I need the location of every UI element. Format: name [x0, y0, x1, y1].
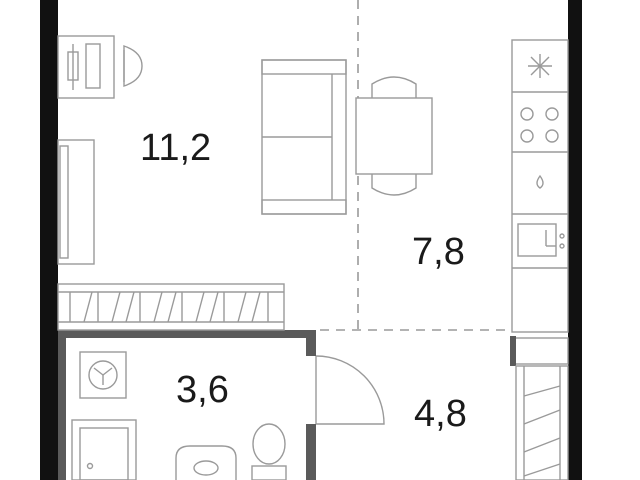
sofa-icon — [261, 59, 347, 215]
dishwasher-icon — [536, 174, 544, 189]
left-exterior-wall — [40, 0, 58, 480]
shower-icon — [71, 419, 137, 480]
hallway-niche — [511, 337, 569, 365]
tv-cabinet-icon — [57, 139, 95, 265]
fridge-icon — [528, 54, 552, 78]
dining-table-icon — [355, 76, 433, 196]
hallway-wardrobe-icon — [515, 365, 569, 480]
kitchen-counter — [511, 39, 569, 333]
bathroom-top-wall — [58, 330, 316, 338]
room-area-hallway: 4,8 — [414, 393, 467, 435]
desk-icon — [57, 35, 143, 99]
bathroom-right-wall-lower — [306, 424, 316, 480]
stove-icon — [520, 107, 559, 143]
bathroom-right-wall-upper — [306, 338, 316, 356]
hallway-niche-frame — [510, 336, 516, 366]
bathroom-left-wall — [58, 338, 66, 480]
wardrobe-icon — [57, 283, 285, 331]
right-exterior-wall — [568, 0, 582, 480]
bathroom-door-swing — [315, 355, 385, 425]
washing-machine-icon — [79, 351, 127, 399]
toilet-icon — [251, 423, 287, 480]
room-area-kitchen: 7,8 — [412, 231, 465, 273]
kitchen-sink-icon — [517, 223, 565, 257]
room-area-bathroom: 3,6 — [176, 369, 229, 411]
bathroom-sink-icon — [175, 445, 237, 480]
room-area-living: 11,2 — [140, 127, 211, 169]
